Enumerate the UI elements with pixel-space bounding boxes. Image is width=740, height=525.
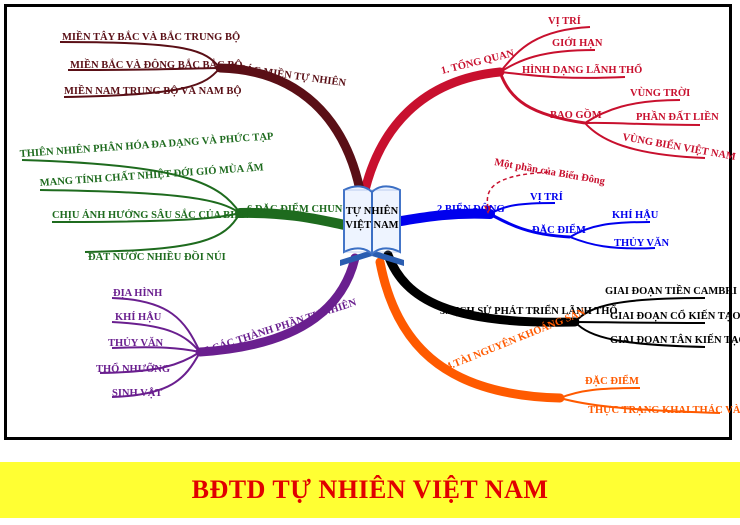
branch-2-trunk [390,208,495,227]
branch-4-trunk [375,257,565,403]
b2-note: Một phần của Biển Đông [493,157,606,187]
b4-child-0: ĐẶC ĐIỂM [585,374,639,387]
b1-sub-child-1: PHẦN ĐẤT LIỀN [636,110,719,123]
b6-child-1: MANG TÍNH CHẤT NHIỆT ĐỚI GIÓ MÙA ẨM [39,160,264,189]
b5-child-0: ĐỊA HÌNH [113,287,162,299]
b6-line-1 [39,189,241,214]
b1-line-vungtroi [584,99,681,124]
b5-line-3 [99,351,201,374]
branch-7-trunk [215,63,365,195]
b1-line-vitri [499,26,591,73]
b4-child-1: THỰC TRẠNG KHAI THÁC VÀ BẢO VỆ [588,403,740,416]
banner-title: BĐTD TỰ NHIÊN VIỆT NAM [191,475,549,504]
b3-line-2 [574,321,706,348]
branch-1-trunk [360,67,505,195]
b1-line-baogom [498,71,586,125]
b2-sub-child-1: THỦY VĂN [614,237,670,249]
b2-note-connector [486,171,551,209]
b2-line-vitri [489,202,556,215]
b6-line-0 [21,159,241,214]
b4-line-0 [559,387,641,399]
b1-child-2: HÌNH DẠNG LÃNH THỔ [522,63,642,76]
b3-line-0 [574,297,706,323]
branch-6-label: 6.ĐẶC ĐIỂM CHUNG [247,202,351,215]
b6-line-3 [84,212,241,253]
b5-child-4: SINH VẬT [112,386,162,399]
b5-line-4 [111,351,201,398]
b4-line-1 [559,397,721,414]
mind-map: 1. TỔNG QUAN VỊ TRÍ GIỚI HẠN HÌNH DẠNG L… [19,15,740,416]
center-book-icon [340,185,404,266]
branch-2-label: 2.BIỂN ĐÔNG [437,202,505,215]
b5-child-3: THỔ NHƯỠNG [96,362,170,375]
b6-child-2: CHỊU ẢNH HƯỞNG SÂU SẮC CỦA BIỂN [52,208,249,221]
b2-child-0: VỊ TRÍ [530,191,563,203]
b2-line-khihau [569,221,651,238]
b2-line-thuyvan [569,236,656,250]
b1-line-vungbien [584,122,706,159]
b1-sub-child-2: VÙNG BIỂN VIỆT NAM [621,130,736,163]
branch-3-trunk [383,250,580,327]
b1-line-hinhdang [499,71,626,79]
branch-5-label: 5.CÁC THÀNH PHẦN TỰ NHIÊN [203,295,358,357]
b5-line-0 [111,297,201,353]
b3-child-0: GIAI ĐOẠN TIỀN CAMBRI [605,284,737,297]
b7-line-2 [63,67,221,98]
b5-child-1: KHÍ HẬU [115,310,162,323]
b7-line-1 [67,67,221,71]
b5-line-2 [111,346,201,353]
b1-child-0: VỊ TRÍ [548,15,581,27]
b6-child-3: ĐẤT NƯỚC NHIỀU ĐỒI NÚI [88,250,226,263]
b3-line-1 [574,321,706,324]
b1-sub-child-0: VÙNG TRỜI [630,87,690,99]
b5-line-1 [111,321,201,353]
b5-child-2: THỦY VĂN [108,337,164,349]
b1-sub-label: BAO GỒM [550,108,602,121]
b6-line-2 [51,212,241,223]
b2-sub-child-0: KHÍ HẬU [612,208,659,221]
b3-child-1: GIAI ĐOẠN CỔ KIẾN TẠO [610,309,740,322]
b1-child-1: GIỚI HẠN [552,37,603,49]
center-title-line2: VIỆT NAM [345,218,398,231]
branch-3-label: 3.LỊCH SỬ PHÁT TRIỂN LÃNH THỔ [440,304,618,317]
b7-child-0: MIỀN TÂY BẮC VÀ BẮC TRUNG BỘ [62,30,240,43]
b2-line-dacdiem [489,212,571,239]
center-title-line1: TỰ NHIÊN [346,205,399,217]
branch-6-trunk [235,207,350,230]
b6-child-0: THIÊN NHIÊN PHÂN HÓA ĐA DẠNG VÀ PHỨC TẠP [19,130,274,160]
b7-child-2: MIỀN NAM TRUNG BỘ VÀ NAM BỘ [64,84,242,97]
b2-sub-label: ĐẶC ĐIỂM [532,223,586,236]
b1-line-gioihan [499,49,596,73]
branch-5-trunk [195,253,360,357]
b1-line-datlien [584,121,701,126]
b7-line-0 [59,41,221,69]
title-banner: BĐTD TỰ NHIÊN VIỆT NAM [0,462,740,518]
b2-note-arrow [484,206,492,214]
b7-child-1: MIỀN BẮC VÀ ĐÔNG BẮC BẮC BỘ [70,58,243,71]
b3-child-2: GIAI ĐOẠN TÂN KIẾN TẠO [610,333,740,346]
